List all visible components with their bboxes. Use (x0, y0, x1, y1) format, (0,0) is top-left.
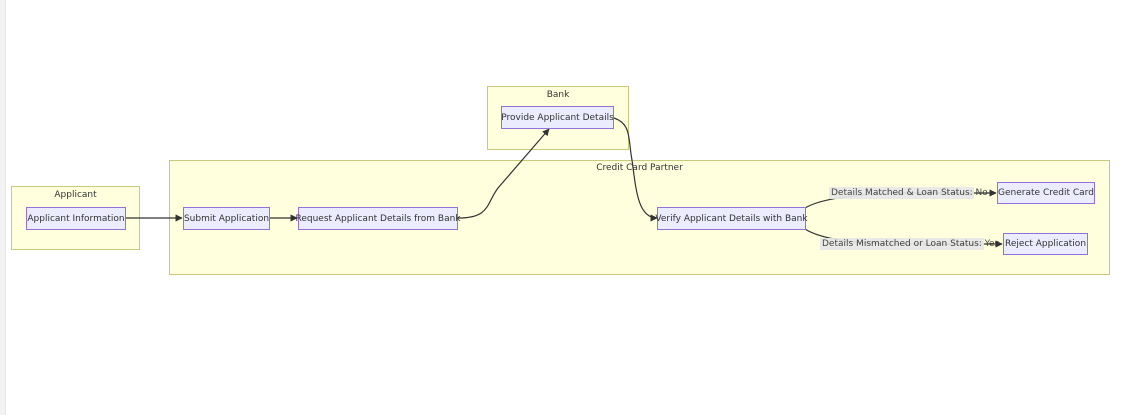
edge-request-to-provide (457, 128, 550, 219)
cluster-applicant-title: Applicant (54, 190, 97, 200)
cluster-credit-card-partner-title: Credit Card Partner (596, 163, 683, 173)
node-verify-applicant-details[interactable]: Verify Applicant Details with Bank (655, 207, 808, 230)
node-applicant-information[interactable]: Applicant Information (26, 207, 126, 230)
node-request-applicant-details[interactable]: Request Applicant Details from Bank (295, 207, 461, 230)
cluster-credit-card-partner: Credit Card Partner (169, 160, 1110, 275)
node-provide-applicant-details[interactable]: Provide Applicant Details (501, 106, 614, 129)
edge-label-mismatched: Details Mismatched or Loan Status: Yes (820, 238, 1000, 250)
node-generate-credit-card[interactable]: Generate Credit Card (997, 182, 1095, 204)
node-reject-application[interactable]: Reject Application (1003, 233, 1088, 255)
cluster-bank-title: Bank (546, 90, 570, 100)
edge-label-matched: Details Matched & Loan Status: No (829, 187, 988, 199)
node-submit-application[interactable]: Submit Application (183, 207, 270, 230)
page-edge-strip (0, 0, 6, 415)
edge-provide-to-verify (613, 117, 658, 222)
